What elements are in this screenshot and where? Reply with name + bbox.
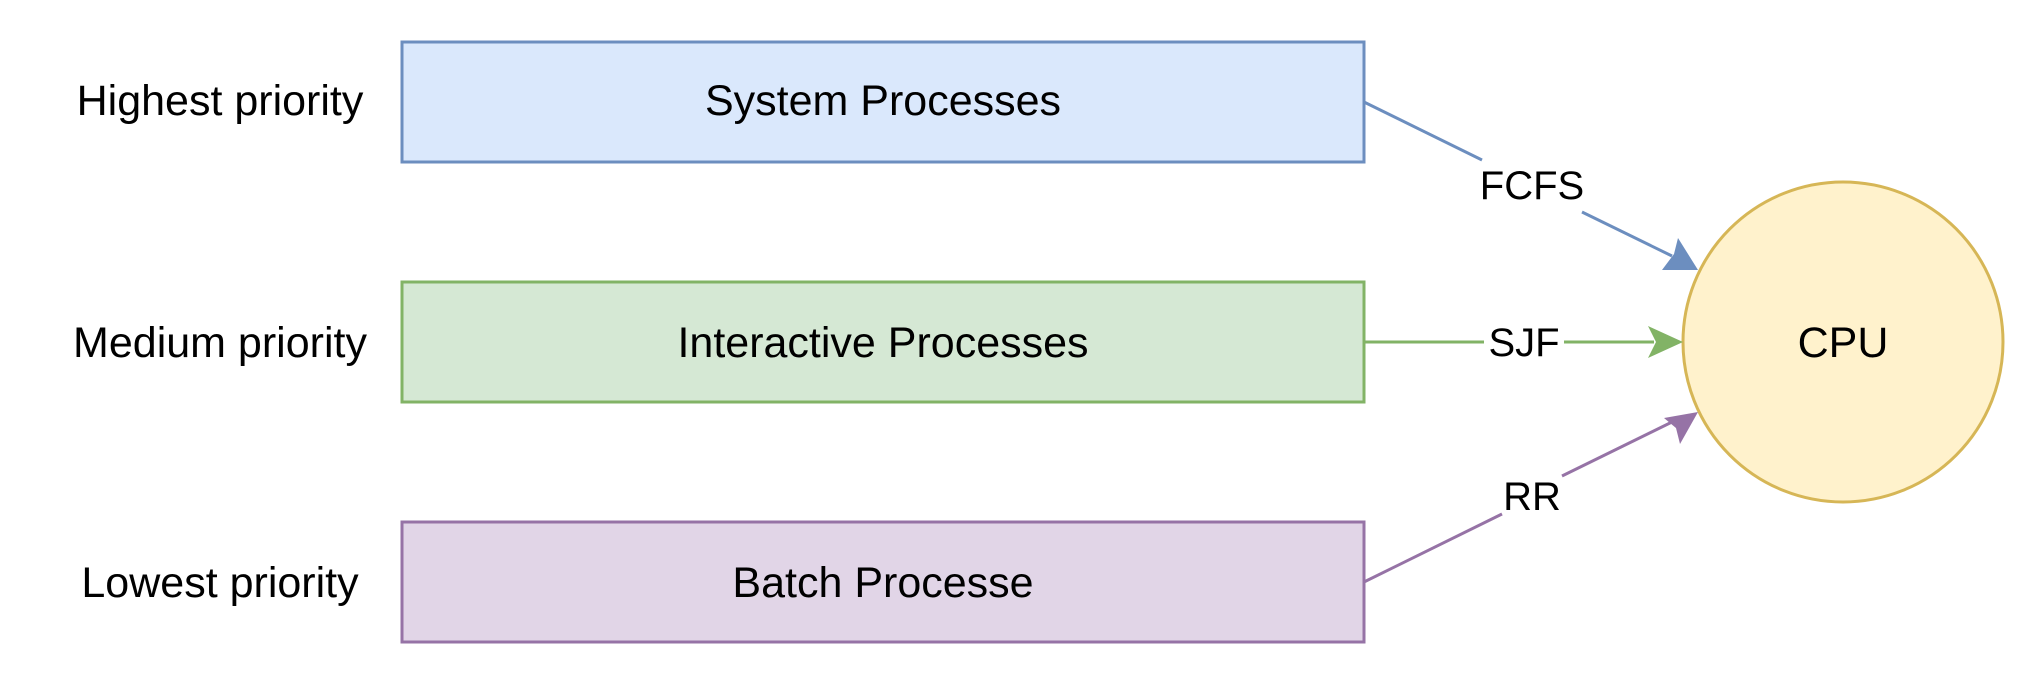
queue-box-interactive: Interactive Processes — [400, 280, 1366, 404]
queue-box-batch-shape — [400, 520, 1366, 644]
queue-label-system: System Processes — [705, 77, 1061, 125]
queue-box-interactive-shape — [400, 280, 1366, 404]
edge-fcfs: FCFS — [1363, 100, 1698, 270]
queue-box-batch: Batch Processe — [400, 520, 1366, 644]
edge-rr-line-b — [1561, 420, 1673, 478]
queue-label-interactive: Interactive Processes — [677, 319, 1088, 367]
cpu-label: CPU — [1798, 319, 1889, 367]
priority-label-medium: Medium priority — [73, 319, 367, 367]
edge-label-fcfs: FCFS — [1480, 164, 1584, 208]
edge-fcfs-line-a — [1363, 100, 1483, 162]
queue-label-batch: Batch Processe — [732, 559, 1033, 607]
edge-sjf-arrowhead — [1648, 326, 1683, 358]
queue-box-system: System Processes — [400, 40, 1366, 164]
edge-fcfs-arrowhead — [1662, 238, 1698, 270]
edge-label-sjf: SJF — [1488, 321, 1559, 365]
edge-rr-line-a — [1363, 512, 1503, 584]
cpu-node: CPU — [1681, 180, 2005, 504]
edge-rr-arrowhead — [1664, 412, 1698, 444]
edge-rr: RR — [1363, 412, 1698, 584]
edge-label-rr: RR — [1503, 475, 1561, 519]
priority-label-highest: Highest priority — [77, 77, 364, 125]
priority-label-lowest: Lowest priority — [81, 559, 359, 607]
edge-fcfs-line-b — [1581, 210, 1673, 258]
edge-sjf: SJF — [1364, 321, 1683, 365]
queue-box-system-shape — [400, 40, 1366, 164]
